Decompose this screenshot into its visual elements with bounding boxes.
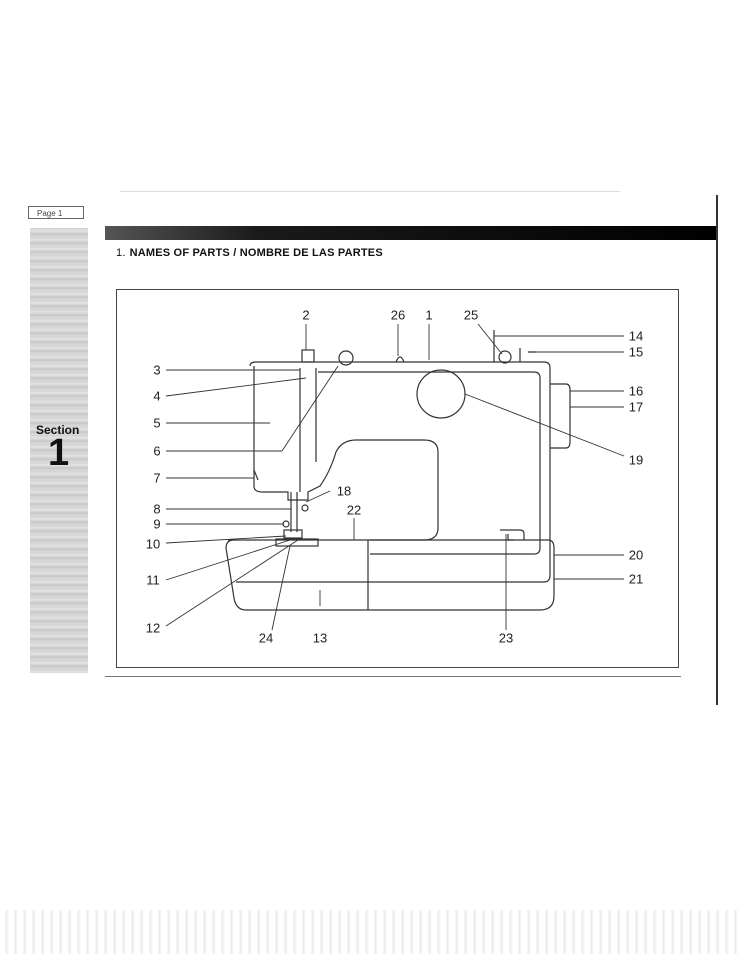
machine-body-outline — [236, 361, 551, 583]
machine-outline — [225, 330, 571, 611]
callout-15: 15 — [628, 344, 644, 360]
callout-8: 8 — [153, 501, 161, 517]
callout-18: 18 — [336, 483, 352, 499]
presser-foot — [283, 529, 303, 539]
callout-24: 24 — [258, 630, 274, 646]
callout-26: 26 — [390, 307, 406, 323]
thread-cutter — [253, 469, 259, 481]
callout-21: 21 — [628, 571, 644, 587]
bed-outline — [225, 539, 555, 611]
page-tag: Page 1 — [28, 206, 84, 219]
top-thread-guide — [395, 356, 405, 363]
pattern-dial — [416, 369, 466, 419]
callout-9: 9 — [153, 516, 161, 532]
needle-threader — [301, 504, 309, 512]
section-label: Section — [36, 423, 80, 437]
leader-19 — [464, 393, 625, 457]
needle-plate — [275, 538, 319, 547]
spool-pin — [493, 330, 536, 362]
callout-12: 12 — [145, 620, 161, 636]
callout-20: 20 — [628, 547, 644, 563]
bobbin-winder — [498, 350, 512, 364]
bottom-rule — [105, 676, 681, 677]
leader-24 — [271, 545, 291, 631]
leader-12 — [165, 539, 299, 627]
callout-16: 16 — [628, 383, 644, 399]
callout-7: 7 — [153, 470, 161, 486]
title-number: 1. — [116, 247, 126, 259]
tension-dial — [301, 349, 315, 363]
reverse-lever — [500, 529, 525, 541]
callout-2: 2 — [302, 307, 310, 323]
callout-25: 25 — [463, 307, 479, 323]
scan-noise — [0, 910, 738, 954]
head-cover — [299, 368, 317, 492]
callout-11: 11 — [146, 572, 160, 588]
right-margin-rule — [716, 195, 718, 705]
leader-11 — [165, 539, 291, 581]
faint-top-rule — [120, 191, 620, 192]
needle-bar — [290, 492, 298, 532]
section-number: 1 — [48, 432, 70, 474]
callout-1: 1 — [425, 307, 433, 323]
face-plate-outline — [318, 371, 541, 555]
take-up-lever — [338, 350, 354, 366]
callout-3: 3 — [153, 362, 161, 378]
leader-10 — [165, 535, 287, 544]
callout-17: 17 — [628, 399, 644, 415]
page-title: 1.NAMES OF PARTS / NOMBRE DE LAS PARTES — [116, 247, 383, 259]
diagram-frame — [116, 289, 679, 668]
callout-23: 23 — [498, 630, 514, 646]
callout-10: 10 — [145, 536, 161, 552]
callout-13: 13 — [312, 630, 328, 646]
callout-4: 4 — [153, 388, 161, 404]
callout-22: 22 — [346, 502, 362, 518]
leader-lines — [165, 323, 625, 631]
handwheel — [550, 383, 571, 449]
header-bar — [105, 226, 718, 240]
title-text: NAMES OF PARTS / NOMBRE DE LAS PARTES — [129, 247, 383, 259]
callout-14: 14 — [628, 328, 644, 344]
leader-4 — [165, 377, 307, 397]
leader-25 — [477, 323, 503, 355]
leader-18 — [305, 490, 331, 503]
callout-6: 6 — [153, 443, 161, 459]
callout-19: 19 — [628, 452, 644, 468]
section-side-strip — [30, 228, 88, 673]
leader-6b — [281, 365, 339, 452]
callout-5: 5 — [153, 415, 161, 431]
